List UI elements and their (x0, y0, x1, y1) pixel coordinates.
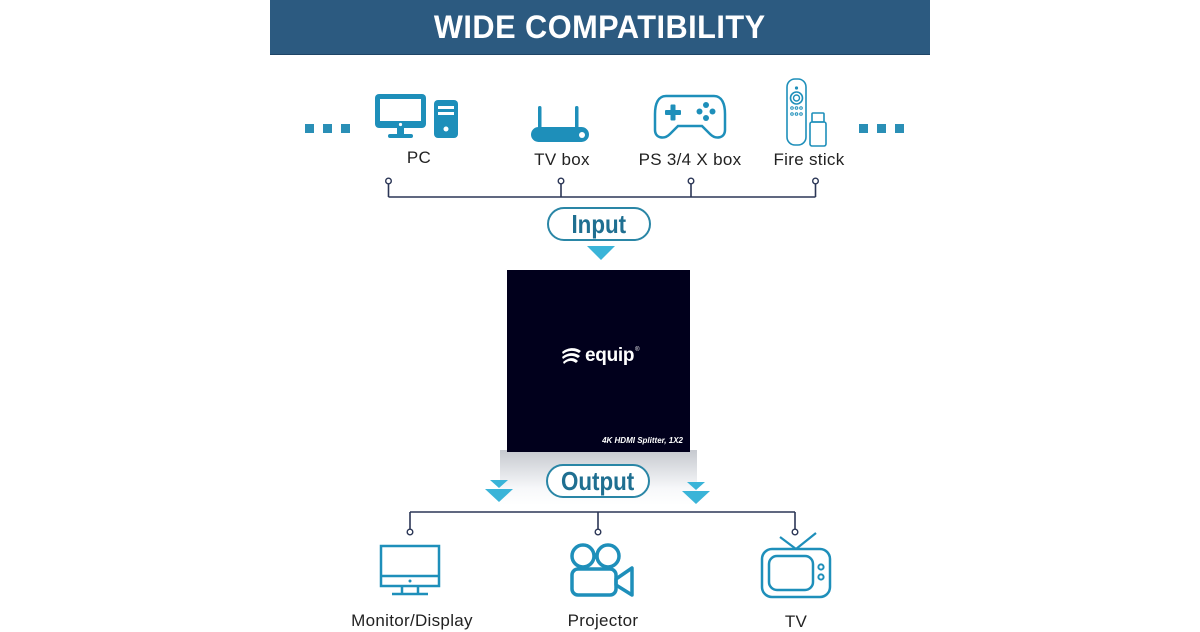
input-device-label-fire-stick: Fire stick (773, 150, 845, 169)
gamepad-icon (653, 94, 727, 139)
more-devices-left-icon (305, 124, 350, 133)
input-device-label-console: PS 3/4 X box (638, 150, 742, 169)
registered-mark: ® (635, 347, 640, 353)
more-devices-right-icon (859, 124, 904, 133)
device-model-label: 4K HDMI Splitter, 1X2 (602, 436, 683, 445)
input-arrow-down-icon (587, 246, 615, 260)
output-connector-nodes (406, 528, 799, 536)
input-bus-line (387, 184, 817, 198)
title-banner: WIDE COMPATIBILITY (270, 0, 930, 55)
input-device-label-pc: PC (406, 148, 432, 167)
output-arrow-right-icon (682, 482, 710, 504)
input-device-label-tv-box: TV box (534, 150, 590, 169)
input-badge: Input (547, 207, 651, 241)
input-badge-text: Input (571, 208, 627, 239)
monitor-icon (379, 544, 441, 596)
input-connector-nodes (385, 177, 820, 185)
brand-logo: equip ® (560, 345, 640, 367)
equip-wave-icon (562, 348, 581, 364)
retro-tv-icon (760, 532, 832, 599)
brand-name: equip (585, 345, 635, 366)
banner-title: WIDE COMPATIBILITY (434, 8, 766, 45)
output-badge: Output (546, 464, 650, 498)
output-device-label-tv: TV (784, 612, 808, 631)
remote-stick-icon (786, 78, 827, 147)
output-arrow-left-icon (485, 480, 513, 502)
router-tv-box-icon (531, 106, 589, 142)
output-bus-line (409, 511, 796, 529)
hdmi-splitter-device (507, 270, 690, 452)
output-device-label-monitor: Monitor/Display (351, 611, 473, 630)
output-badge-text: Output (561, 465, 635, 496)
video-camera-icon (570, 543, 634, 597)
desktop-pc-icon (375, 94, 458, 138)
output-device-label-projector: Projector (567, 611, 639, 630)
